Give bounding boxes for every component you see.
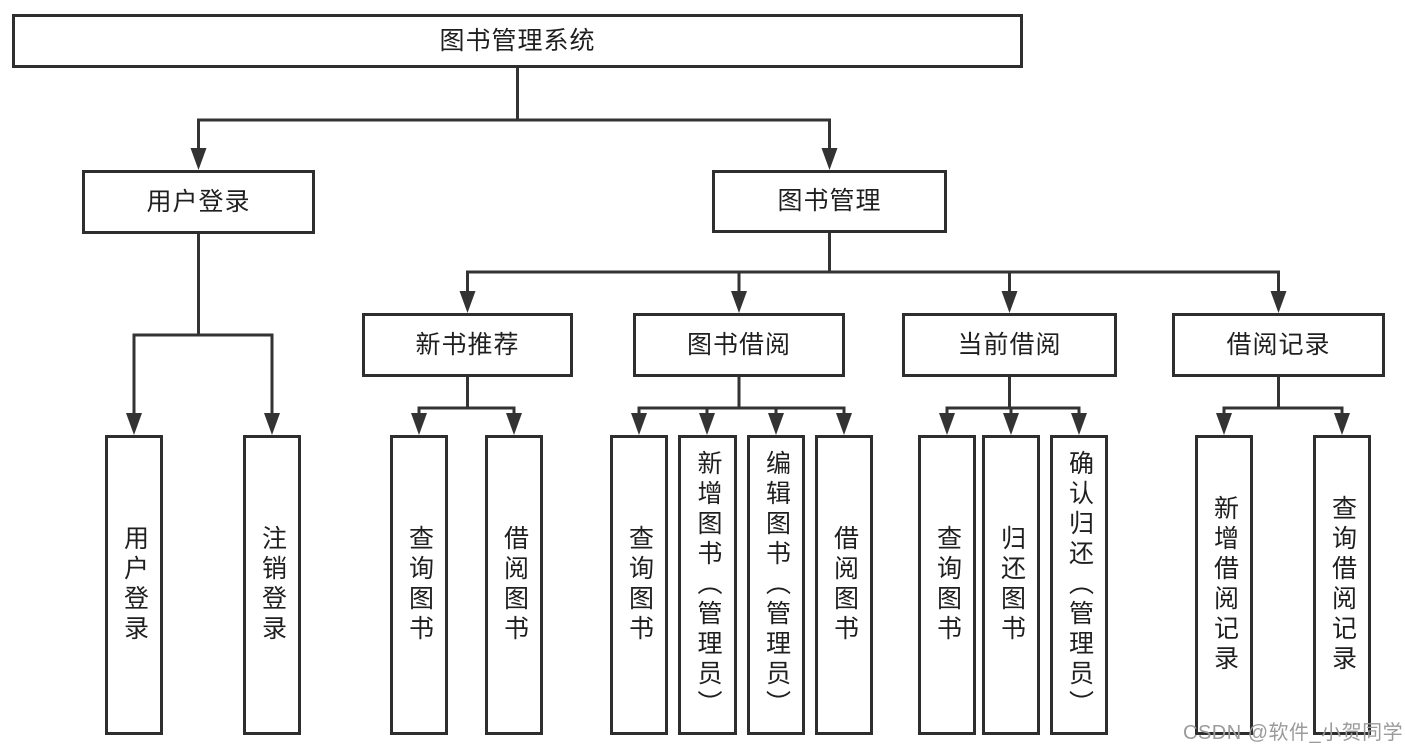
node-book-management: 图书管理 (712, 170, 947, 233)
node-book-borrow: 图书借阅 (633, 313, 845, 377)
leaf-borrow-add-book-admin: 新增图书（管理员） (678, 435, 737, 735)
leaf-borrow-borrow-book: 借阅图书 (815, 435, 873, 735)
node-root: 图书管理系统 (12, 14, 1023, 68)
leaf-recommend-query-book-label: 查询图书 (405, 525, 434, 645)
leaf-current-confirm-return-admin-label: 确认归还（管理员） (1065, 450, 1094, 720)
leaf-borrow-query-book-label: 查询图书 (625, 525, 654, 645)
node-book-management-label: 图书管理 (777, 187, 882, 215)
leaf-logout-label: 注销登录 (258, 525, 287, 645)
leaf-borrow-add-book-admin-label: 新增图书（管理员） (694, 450, 722, 720)
leaf-records-add-record: 新增借阅记录 (1195, 435, 1253, 735)
edge-current-to-leaves (945, 375, 1081, 418)
leaf-user-login-label: 用户登录 (120, 525, 149, 645)
arrowheads (126, 148, 1350, 435)
node-user-login: 用户登录 (82, 170, 315, 234)
node-book-borrow-label: 图书借阅 (686, 330, 791, 359)
leaf-borrow-edit-book-admin: 编辑图书（管理员） (747, 435, 805, 735)
node-borrow-records-label: 借阅记录 (1226, 330, 1331, 359)
edge-borrow-to-leaves (637, 375, 846, 418)
edge-root-to-level2 (197, 66, 831, 152)
node-new-book-recommend-label: 新书推荐 (415, 330, 520, 359)
node-root-label: 图书管理系统 (439, 26, 596, 55)
leaf-borrow-query-book: 查询图书 (610, 435, 668, 735)
node-current-borrow: 当前借阅 (902, 313, 1117, 377)
leaf-records-add-record-label: 新增借阅记录 (1210, 495, 1239, 675)
node-user-login-label: 用户登录 (146, 187, 251, 216)
leaf-records-query-record: 查询借阅记录 (1313, 435, 1371, 735)
leaf-records-query-record-label: 查询借阅记录 (1328, 495, 1357, 675)
leaf-current-confirm-return-admin: 确认归还（管理员） (1050, 435, 1108, 735)
leaf-current-query-book: 查询图书 (918, 435, 976, 735)
edge-records-to-leaves (1222, 375, 1344, 418)
leaf-borrow-edit-book-admin-label: 编辑图书（管理员） (762, 450, 791, 720)
csdn-watermark: CSDN @软件_小贺同学 (1183, 722, 1404, 744)
leaf-logout: 注销登录 (243, 435, 301, 735)
leaf-current-return-book: 归还图书 (982, 435, 1040, 735)
leaf-recommend-borrow-book-label: 借阅图书 (500, 525, 529, 645)
node-current-borrow-label: 当前借阅 (957, 330, 1062, 359)
edge-recommend-to-leaves (417, 375, 516, 418)
leaf-user-login: 用户登录 (105, 435, 163, 735)
edge-bookmgmt-to-level3 (466, 231, 1280, 296)
edge-userlogin-to-leaves (132, 232, 274, 418)
leaf-recommend-query-book: 查询图书 (390, 435, 448, 735)
leaf-borrow-borrow-book-label: 借阅图书 (830, 525, 859, 645)
leaf-current-query-book-label: 查询图书 (933, 525, 962, 645)
node-borrow-records: 借阅记录 (1172, 313, 1385, 377)
leaf-current-return-book-label: 归还图书 (997, 525, 1026, 645)
node-new-book-recommend: 新书推荐 (362, 313, 573, 377)
leaf-recommend-borrow-book: 借阅图书 (485, 435, 543, 735)
